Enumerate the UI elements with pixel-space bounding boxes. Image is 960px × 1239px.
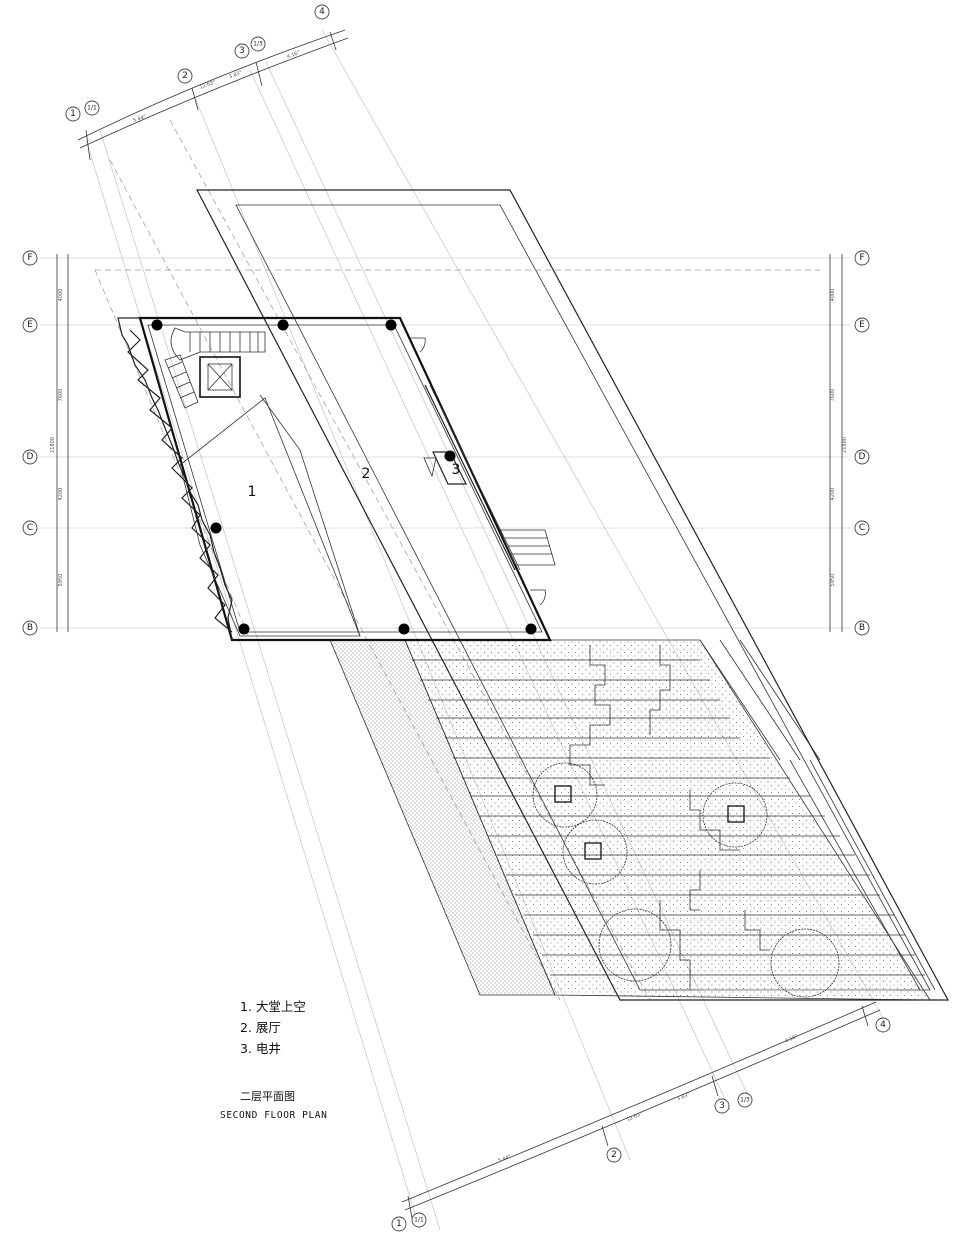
left-axis-bubbles: F E D C B (22, 250, 38, 636)
top-dim-2: 12.63° (199, 79, 217, 91)
legend-item-1: 1. 大堂上空 (240, 999, 306, 1014)
svg-text:1: 1 (70, 109, 76, 119)
dimension-texts: 4000 7600 4200 5950 21800 4000 7600 4200… (50, 289, 848, 587)
tree-5 (770, 928, 840, 998)
dim-right-1: 4000 (830, 289, 836, 302)
axis-bubble-3-bottom: 3 (714, 1098, 730, 1114)
legend-item-2: 2. 展厅 (240, 1020, 281, 1035)
svg-text:2: 2 (611, 1150, 617, 1160)
svg-text:F: F (27, 253, 32, 263)
room-label-1: 1 (248, 484, 257, 500)
bottom-dim-1: 5.44° (497, 1154, 512, 1164)
axis-bubble-2-top: 2 (177, 68, 193, 84)
top-radial-bubbles: 1 1/1 2 3 1/3 4 (65, 4, 330, 122)
radial-construction-lines (85, 29, 891, 1231)
axis-bubble-1-top: 1 (65, 106, 81, 122)
dim-left-3: 4200 (58, 488, 64, 501)
room-label-3: 3 (452, 462, 461, 478)
axis-bubble-1-bottom: 1 (391, 1216, 407, 1232)
axis-bubble-d-right: D (854, 449, 870, 465)
axis-bubble-d-left: D (22, 449, 38, 465)
svg-text:1: 1 (396, 1219, 402, 1229)
axis-bubble-1-3-top: 1/3 (250, 36, 266, 52)
legend-item-3: 3. 电井 (240, 1041, 281, 1056)
room-legend: 1. 大堂上空 2. 展厅 3. 电井 (240, 996, 306, 1059)
axis-bubble-3-top: 3 (234, 43, 250, 59)
dim-left-4: 5950 (58, 574, 64, 587)
svg-text:E: E (27, 320, 33, 330)
axis-bubble-b-left: B (22, 620, 38, 636)
dim-left-1: 4000 (58, 289, 64, 302)
vertical-dimension-lines (56, 254, 843, 632)
svg-text:D: D (859, 452, 866, 462)
bottom-dim-2: 12.63° (626, 1111, 644, 1123)
room-label-2: 2 (362, 466, 371, 482)
columns (151, 319, 537, 635)
axis-bubble-b-right: B (854, 620, 870, 636)
svg-text:C: C (859, 523, 865, 533)
svg-text:1/1: 1/1 (87, 105, 97, 112)
top-dim-3: 3.83° (228, 70, 243, 80)
tree-2 (702, 782, 768, 848)
svg-text:4: 4 (880, 1020, 886, 1030)
svg-text:1/3: 1/3 (253, 41, 263, 48)
dim-right-3: 4200 (830, 488, 836, 501)
axis-bubble-1-1-bottom: 1/1 (411, 1212, 427, 1228)
dim-right-2: 7600 (830, 389, 836, 402)
svg-text:E: E (859, 320, 865, 330)
svg-text:B: B (859, 623, 865, 633)
svg-text:D: D (27, 452, 34, 462)
axis-bubble-f-left: F (22, 250, 38, 266)
stair-top (164, 327, 266, 409)
axis-bubble-4-top: 4 (314, 4, 330, 20)
plan-title-chinese: 二层平面图 (240, 1090, 295, 1103)
dim-right-4: 5950 (830, 574, 836, 587)
bottom-arc-dimension: 5.44° 12.63° 3.83° 4.16° (401, 1001, 881, 1219)
axis-bubble-e-left: E (22, 317, 38, 333)
axis-bubble-f-right: F (854, 250, 870, 266)
bottom-dim-3: 3.83° (676, 1092, 691, 1103)
top-dim-1: 5.44° (132, 114, 147, 124)
svg-text:1/1: 1/1 (414, 1217, 424, 1224)
svg-text:2: 2 (182, 71, 188, 81)
tree-4 (598, 908, 672, 982)
electrical-shaft (423, 451, 467, 485)
svg-text:C: C (27, 523, 33, 533)
landscape-terrace (329, 639, 936, 1001)
plan-title-english: SECOND FLOOR PLAN (220, 1110, 328, 1121)
tree-3 (562, 819, 628, 885)
dim-right-overall: 21800 (842, 437, 848, 453)
dim-left-2: 7600 (58, 389, 64, 402)
bottom-radial-bubbles: 1 1/1 2 3 1/3 4 (391, 1017, 891, 1232)
svg-text:1/3: 1/3 (740, 1097, 750, 1104)
axis-bubble-2-bottom: 2 (606, 1147, 622, 1163)
elevator-shaft (199, 356, 241, 398)
right-axis-bubbles: F E D C B (854, 250, 870, 636)
axis-bubble-c-left: C (22, 520, 38, 536)
axis-bubble-c-right: C (854, 520, 870, 536)
svg-text:3: 3 (719, 1101, 725, 1111)
top-arc-dimension: 5.44° 12.63° 3.83° 4.16° (77, 29, 349, 161)
tree-1 (532, 762, 598, 828)
axis-bubble-1-1-top: 1/1 (84, 100, 100, 116)
axis-bubble-e-right: E (854, 317, 870, 333)
svg-text:3: 3 (239, 46, 245, 56)
axis-bubble-1-3-bottom: 1/3 (737, 1092, 753, 1108)
svg-text:B: B (27, 623, 33, 633)
svg-text:4: 4 (319, 7, 325, 17)
dim-left-overall: 21800 (50, 437, 56, 453)
bottom-dim-4: 4.16° (784, 1033, 799, 1044)
exterior-stair (499, 529, 556, 566)
top-dim-4: 4.16° (286, 50, 301, 61)
building-slab (117, 316, 556, 642)
axis-bubble-4-bottom: 4 (875, 1017, 891, 1033)
horizontal-grid-lines (40, 257, 850, 629)
svg-text:F: F (859, 253, 864, 263)
